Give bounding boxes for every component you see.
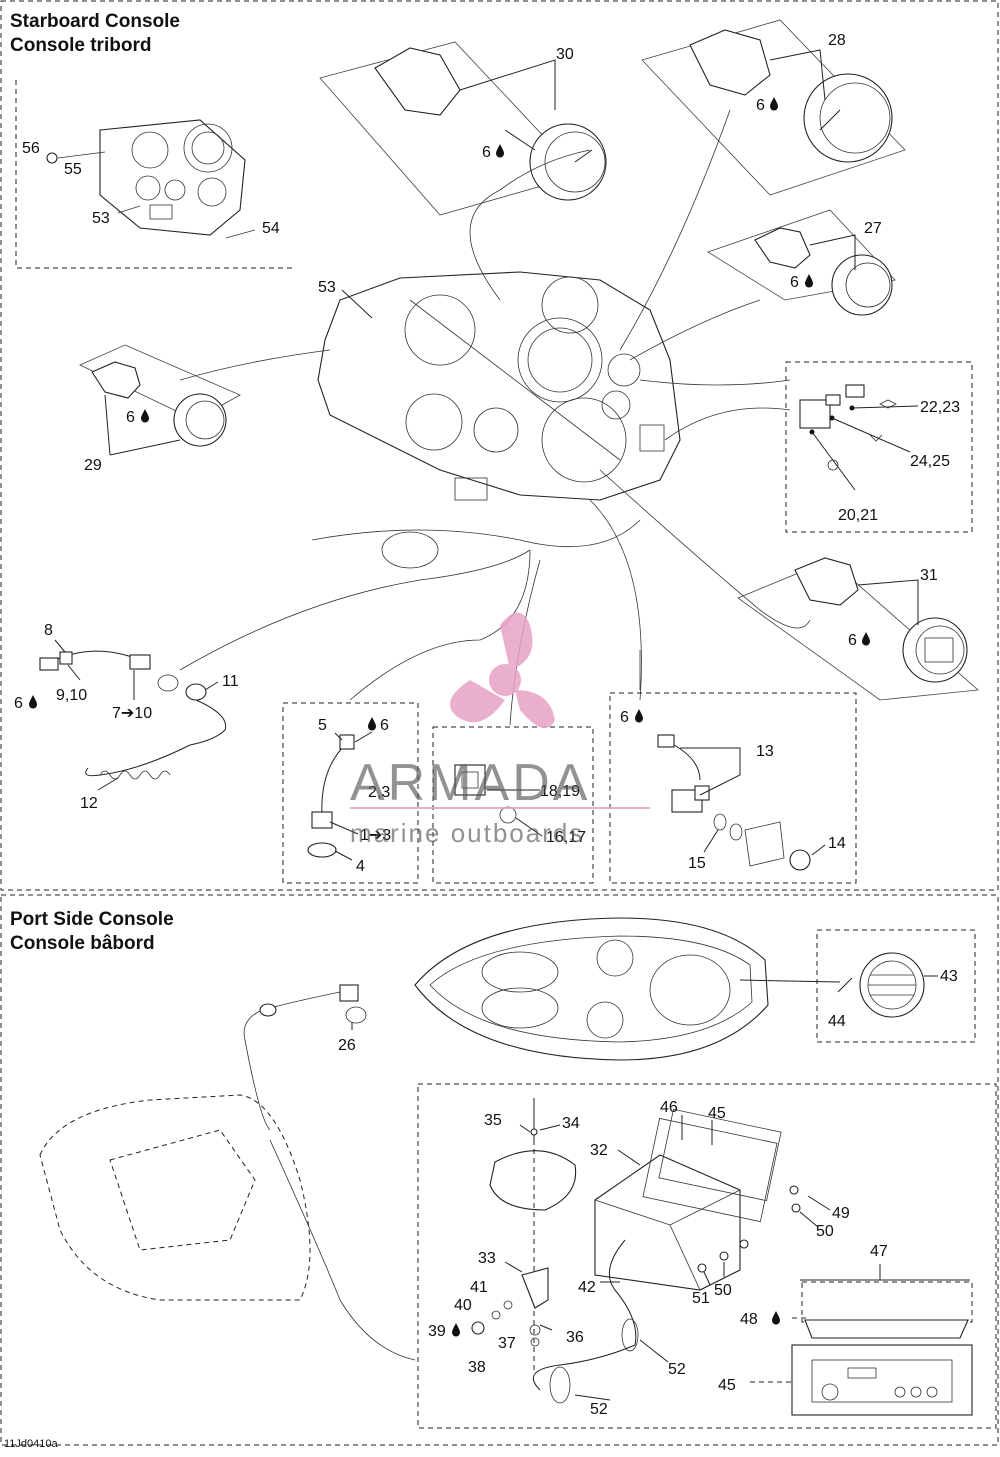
- callout-9-10: 9,10: [56, 687, 87, 704]
- port-console-outline: [39, 984, 416, 1361]
- gauge-29: [79, 344, 241, 456]
- callout-44: 44: [828, 1013, 846, 1030]
- gauge-31: [737, 557, 979, 701]
- callout-45-bottom: 45: [718, 1377, 736, 1394]
- callout-30: 30: [556, 46, 574, 63]
- callout-46: 46: [660, 1099, 678, 1116]
- inset-speaker: [816, 929, 976, 1043]
- watermark-sub: marine outboards: [350, 818, 584, 848]
- callout-4: 4: [356, 858, 365, 875]
- callout-36: 36: [566, 1329, 584, 1346]
- oil-drop-icon: [496, 144, 504, 158]
- callout-31: 31: [920, 567, 938, 584]
- oil-drop-icon: [368, 717, 376, 731]
- callout-15: 15: [688, 855, 706, 872]
- propeller-logo: [450, 612, 555, 728]
- inset-console-overview: [15, 80, 292, 269]
- lube-29-num: 6: [126, 409, 135, 426]
- inset-stereo: [417, 1083, 997, 1429]
- callout-55: 55: [64, 161, 82, 178]
- callout-2-3: 2,3: [368, 784, 390, 801]
- callout-34: 34: [562, 1115, 580, 1132]
- starboard-title-fr: Console tribord: [10, 35, 151, 56]
- boat-top-view: [414, 917, 841, 1061]
- callout-11: 11: [222, 673, 239, 690]
- lube-39-num: 39: [428, 1323, 446, 1340]
- inset-switch-panel: [785, 361, 973, 533]
- port-frame: [0, 894, 999, 1446]
- callout-50-bottom: 50: [714, 1282, 732, 1299]
- callout-16-17: 16,17: [546, 829, 586, 846]
- oil-drop-icon: [772, 1311, 780, 1325]
- callout-7-to-10: 7➔10: [112, 705, 152, 722]
- oil-drop-icon: [29, 695, 37, 709]
- lube-13-num: 6: [620, 709, 629, 726]
- callout-52-right: 52: [668, 1361, 686, 1378]
- oil-drop-icon: [862, 632, 870, 646]
- callout-18-19: 18,19: [540, 783, 580, 800]
- callout-8: 8: [44, 622, 53, 639]
- oil-drop-icon: [635, 709, 643, 723]
- callout-33: 33: [478, 1250, 496, 1267]
- lube-5-num: 6: [380, 717, 389, 734]
- callout-38: 38: [468, 1359, 486, 1376]
- callout-26: 26: [338, 1037, 356, 1054]
- callout-14: 14: [828, 835, 846, 852]
- lube-27-num: 6: [790, 274, 799, 291]
- callout-52-bottom: 52: [590, 1401, 608, 1418]
- callout-53-main: 53: [318, 279, 336, 296]
- callout-27: 27: [864, 220, 882, 237]
- inset-outlet: [432, 559, 594, 884]
- drawing-code: 11Jd0410a: [4, 1438, 59, 1450]
- gauge-27: [707, 209, 896, 316]
- watermark: ARMADA marine outboards: [350, 612, 650, 848]
- inset-toggle-switch: [609, 650, 857, 884]
- callout-1-to-3: 1➔3: [360, 827, 391, 844]
- lube-8-num: 6: [14, 695, 23, 712]
- callout-42: 42: [578, 1279, 596, 1296]
- lube-31-num: 6: [848, 632, 857, 649]
- callout-20-21: 20,21: [838, 507, 878, 524]
- oil-drop-icon: [452, 1323, 460, 1337]
- callout-28: 28: [828, 32, 846, 49]
- oil-drop-icon: [141, 409, 149, 423]
- lube-28-num: 6: [756, 97, 765, 114]
- inset-horn-switch: [282, 549, 531, 884]
- callout-35: 35: [484, 1112, 502, 1129]
- callout-13: 13: [756, 743, 774, 760]
- starboard-frame: [0, 0, 999, 891]
- callout-47: 47: [870, 1243, 888, 1260]
- callout-40: 40: [454, 1297, 472, 1314]
- callout-51: 51: [692, 1290, 710, 1307]
- lube-48-num: 48: [740, 1311, 758, 1328]
- callout-49: 49: [832, 1205, 850, 1222]
- callout-43: 43: [940, 968, 958, 985]
- callout-45-top: 45: [708, 1105, 726, 1122]
- callout-5: 5: [318, 717, 327, 734]
- callout-53-inset: 53: [92, 210, 110, 227]
- starboard-title-en: Starboard Console: [10, 11, 180, 32]
- callout-54: 54: [262, 220, 280, 237]
- lube-30-num: 6: [482, 144, 491, 161]
- oil-drop-icon: [770, 97, 778, 111]
- callout-12: 12: [80, 795, 98, 812]
- callout-32: 32: [590, 1142, 608, 1159]
- callout-41: 41: [470, 1279, 488, 1296]
- callout-37: 37: [498, 1335, 516, 1352]
- watermark-brand: ARMADA: [350, 754, 590, 812]
- harness-assembly: [39, 549, 531, 791]
- port-title-en: Port Side Console: [10, 909, 174, 930]
- callout-56: 56: [22, 140, 40, 157]
- callout-29: 29: [84, 457, 102, 474]
- oil-drop-icon: [805, 274, 813, 288]
- callout-24-25: 24,25: [910, 453, 950, 470]
- gauge-28: [641, 19, 906, 196]
- callout-22-23: 22,23: [920, 399, 960, 416]
- main-console: [179, 109, 811, 701]
- callout-50-right: 50: [816, 1223, 834, 1240]
- port-title-fr: Console bâbord: [10, 933, 155, 954]
- gauge-30: [319, 41, 607, 216]
